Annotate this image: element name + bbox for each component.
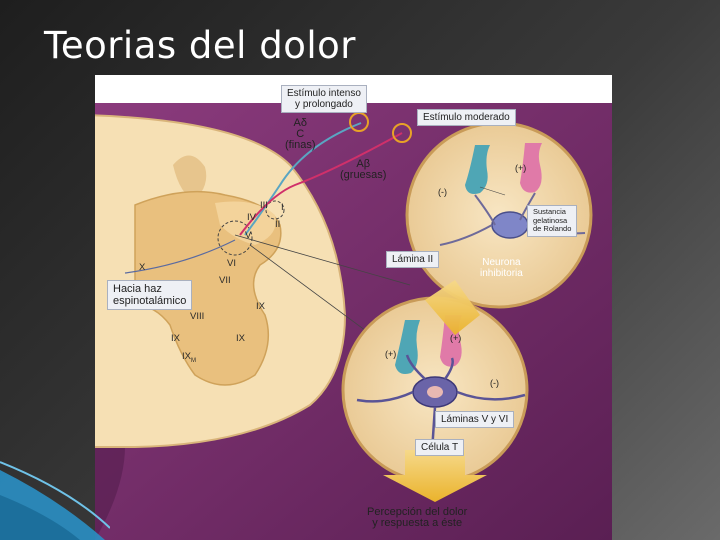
lamina-v-marker [217, 220, 253, 256]
lamina-v: V [245, 230, 252, 241]
fiber-a-beta [239, 132, 403, 236]
perception-label: Percepción del dolor y respuesta a éste [367, 506, 468, 529]
lower-neurons [356, 315, 526, 471]
fiber-a-beta-label: Aβ (gruesas) [340, 158, 387, 181]
corner-decoration [0, 461, 110, 540]
sign-plus-lower-right: (+) [450, 333, 462, 343]
inhibitory-neuron-label: Neurona inhibitoria [480, 257, 523, 279]
lamina-ix-m: IXM [182, 351, 196, 364]
laminae-v-vi-label: Láminas V y VI [435, 411, 515, 428]
sign-plus-lower-left: (+) [385, 349, 397, 359]
lamina-ii: II [275, 219, 281, 230]
lamina-iii: III [260, 200, 268, 211]
sign-minus-upper: (-) [438, 187, 447, 197]
lamina-vi: VI [227, 258, 236, 269]
stimulus-moderate-label: Estímulo moderado [417, 109, 516, 126]
fiber-a-delta-label: Aδ C (finas) [285, 117, 316, 151]
t-cell-label: Célula T [415, 439, 465, 456]
lamina-viii: VIII [190, 311, 205, 322]
fiber-a-delta [244, 122, 362, 236]
substantia-label: Sustancia gelatinosa de Rolando [527, 205, 578, 237]
gate-control-diagram [95, 103, 612, 540]
lamina-iv: IV [247, 212, 256, 223]
lamina-ix-upper: IX [256, 301, 265, 312]
slide-title: Teorias del dolor [44, 24, 356, 67]
lamina-i: I [281, 202, 284, 213]
lamina-ix-left: IX [171, 333, 180, 344]
stimulus-intense-label: Estímulo intenso y prolongado [281, 85, 367, 113]
sign-plus-upper: (+) [515, 163, 527, 173]
sign-minus-lower: (-) [490, 378, 499, 388]
upper-neurons [439, 143, 586, 246]
pain-theory-figure: Estímulo intenso y prolongado Estímulo m… [95, 75, 612, 540]
arrow-to-perception [383, 450, 487, 502]
lamina-ix-right: IX [236, 333, 245, 344]
spinothalamic-label: Hacia haz espinotalámico [107, 280, 193, 310]
lamina-ii-label: Lámina II [386, 251, 440, 268]
arrow-upper-to-lower [425, 280, 480, 335]
lamina-x: X [139, 262, 146, 273]
lamina-vii: VII [219, 275, 231, 286]
